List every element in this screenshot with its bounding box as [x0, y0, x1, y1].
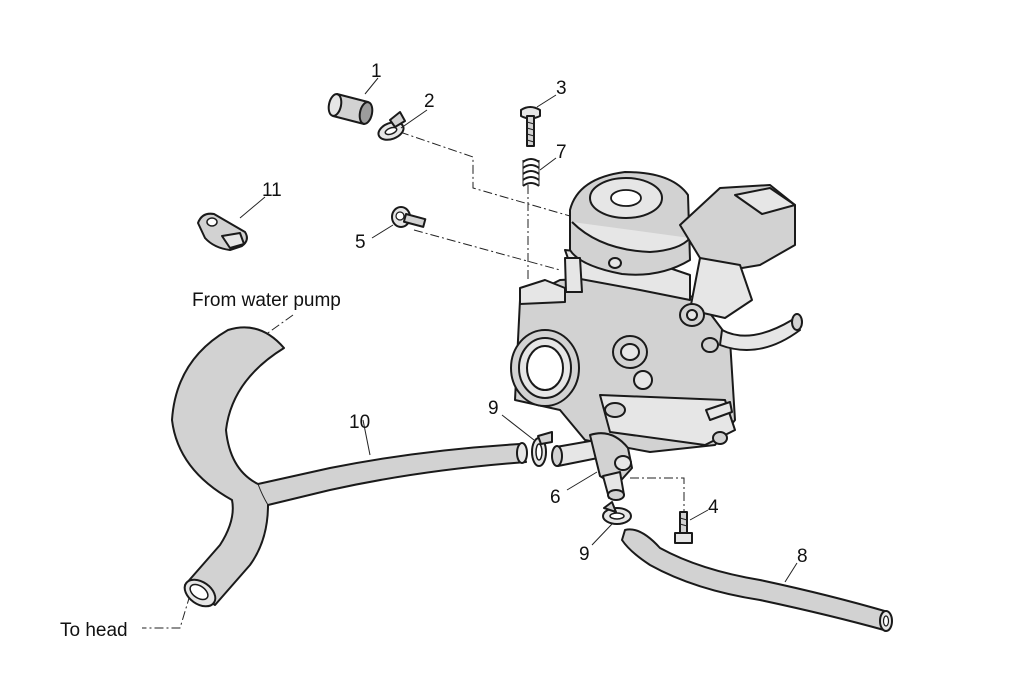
part-9-upper-clamp: [531, 431, 553, 467]
leader-lines: [239, 77, 798, 583]
callout-10: 10: [349, 412, 370, 433]
part-11-bracket: [197, 212, 248, 251]
callout-9-lower: 9: [579, 544, 590, 565]
callout-2: 2: [424, 91, 435, 112]
callout-5: 5: [355, 232, 366, 253]
assembly-lines: [142, 131, 685, 629]
part-6-elbow-fitting: [551, 432, 633, 501]
callout-1: 1: [371, 61, 382, 82]
note-from-water-pump: From water pump: [192, 290, 341, 311]
callout-11: 11: [262, 180, 282, 201]
callout-8: 8: [797, 546, 808, 567]
carburetor-body: [510, 171, 803, 453]
note-to-head: To head: [60, 620, 128, 641]
part-7-spring: [522, 158, 540, 187]
callout-7: 7: [556, 142, 567, 163]
callout-numbers: 1 2 3 7 11 5 10 9 6 4 9 8: [262, 61, 808, 567]
part-4-screw: [674, 511, 693, 544]
callout-9-upper: 9: [488, 398, 499, 419]
part-9-lower-clamp: [602, 501, 632, 525]
callout-4: 4: [708, 497, 719, 518]
callout-3: 3: [556, 78, 567, 99]
part-1-sleeve: [327, 93, 374, 125]
part-10-y-hose: [171, 326, 528, 608]
flow-notes: From water pump To head: [60, 290, 341, 641]
part-3-screw: [520, 106, 541, 147]
part-5-screw: [391, 206, 427, 228]
callout-6: 6: [550, 487, 561, 508]
part-8-hose: [621, 528, 893, 632]
